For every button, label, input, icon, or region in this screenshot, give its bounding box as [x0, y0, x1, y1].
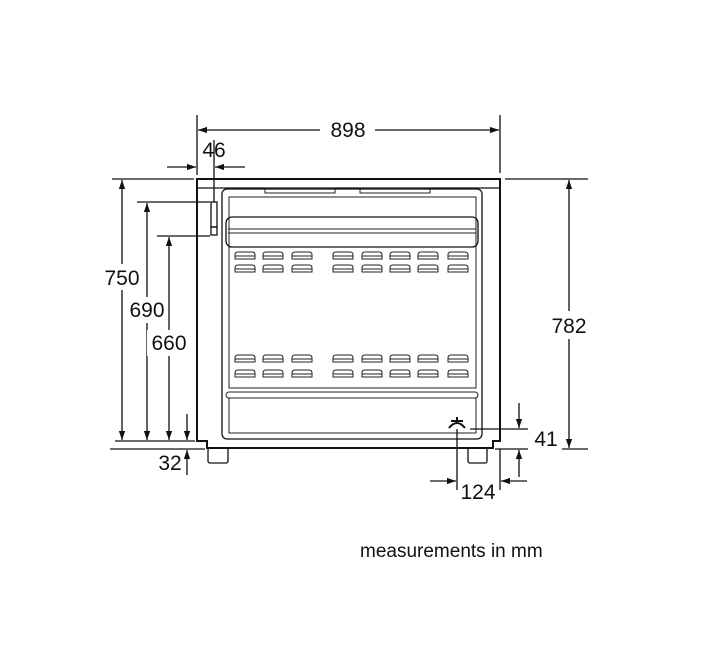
vent-slot	[417, 251, 439, 260]
vent-slot	[291, 251, 313, 260]
vent-slot	[234, 264, 256, 273]
dim-height-750: 750	[101, 178, 195, 442]
vent-slot	[291, 264, 313, 273]
dim-label-750: 750	[104, 267, 139, 290]
vent-slot	[262, 251, 284, 260]
dim-burner-41: 41	[470, 403, 562, 477]
door-vents	[234, 251, 469, 378]
vent-slot	[389, 354, 411, 363]
vent-slot	[417, 369, 439, 378]
vent-slot	[361, 264, 383, 273]
vent-slot	[361, 251, 383, 260]
dim-label-782: 782	[551, 315, 586, 338]
oven-door	[221, 188, 483, 440]
dim-foot-32: 32	[110, 414, 205, 475]
dim-label-32: 32	[158, 452, 181, 475]
dim-height-660: 660	[147, 235, 210, 440]
vent-slot	[332, 369, 354, 378]
dim-label-660: 660	[151, 332, 186, 355]
vent-slot	[262, 264, 284, 273]
burner-icon	[448, 417, 466, 429]
vent-slot	[389, 251, 411, 260]
dim-foot-offset-124: 124	[430, 429, 527, 504]
vent-slot	[417, 354, 439, 363]
dim-label-898: 898	[330, 119, 365, 142]
vent-slot	[291, 369, 313, 378]
dim-label-124: 124	[460, 481, 495, 504]
dim-width-898: 898	[196, 115, 501, 175]
vent-slot	[447, 354, 469, 363]
vent-slot	[332, 251, 354, 260]
vent-slot	[234, 369, 256, 378]
measurements-caption: measurements in mm	[360, 541, 543, 562]
dim-height-782: 782	[495, 178, 592, 450]
vent-slot	[447, 369, 469, 378]
dim-handle-46: 46	[167, 139, 245, 202]
vent-slot	[361, 369, 383, 378]
door-handle	[225, 216, 479, 248]
vent-slot	[389, 264, 411, 273]
dim-label-41: 41	[534, 428, 557, 451]
vent-slot	[234, 354, 256, 363]
vent-slot	[417, 264, 439, 273]
vent-slot	[262, 369, 284, 378]
vent-slot	[262, 354, 284, 363]
vent-slot	[447, 251, 469, 260]
vent-slot	[332, 264, 354, 273]
foot-left	[207, 447, 229, 464]
vent-slot	[447, 264, 469, 273]
vent-slot	[389, 369, 411, 378]
dim-label-46: 46	[202, 139, 225, 162]
feet	[207, 447, 488, 464]
dim-label-690: 690	[129, 299, 164, 322]
vent-slot	[291, 354, 313, 363]
vent-slot	[361, 354, 383, 363]
dim-height-690: 690	[125, 201, 210, 440]
vent-slot	[332, 354, 354, 363]
cooker-body	[196, 178, 501, 449]
vent-slot	[234, 251, 256, 260]
foot-right	[467, 447, 488, 464]
control-knob	[210, 201, 218, 236]
